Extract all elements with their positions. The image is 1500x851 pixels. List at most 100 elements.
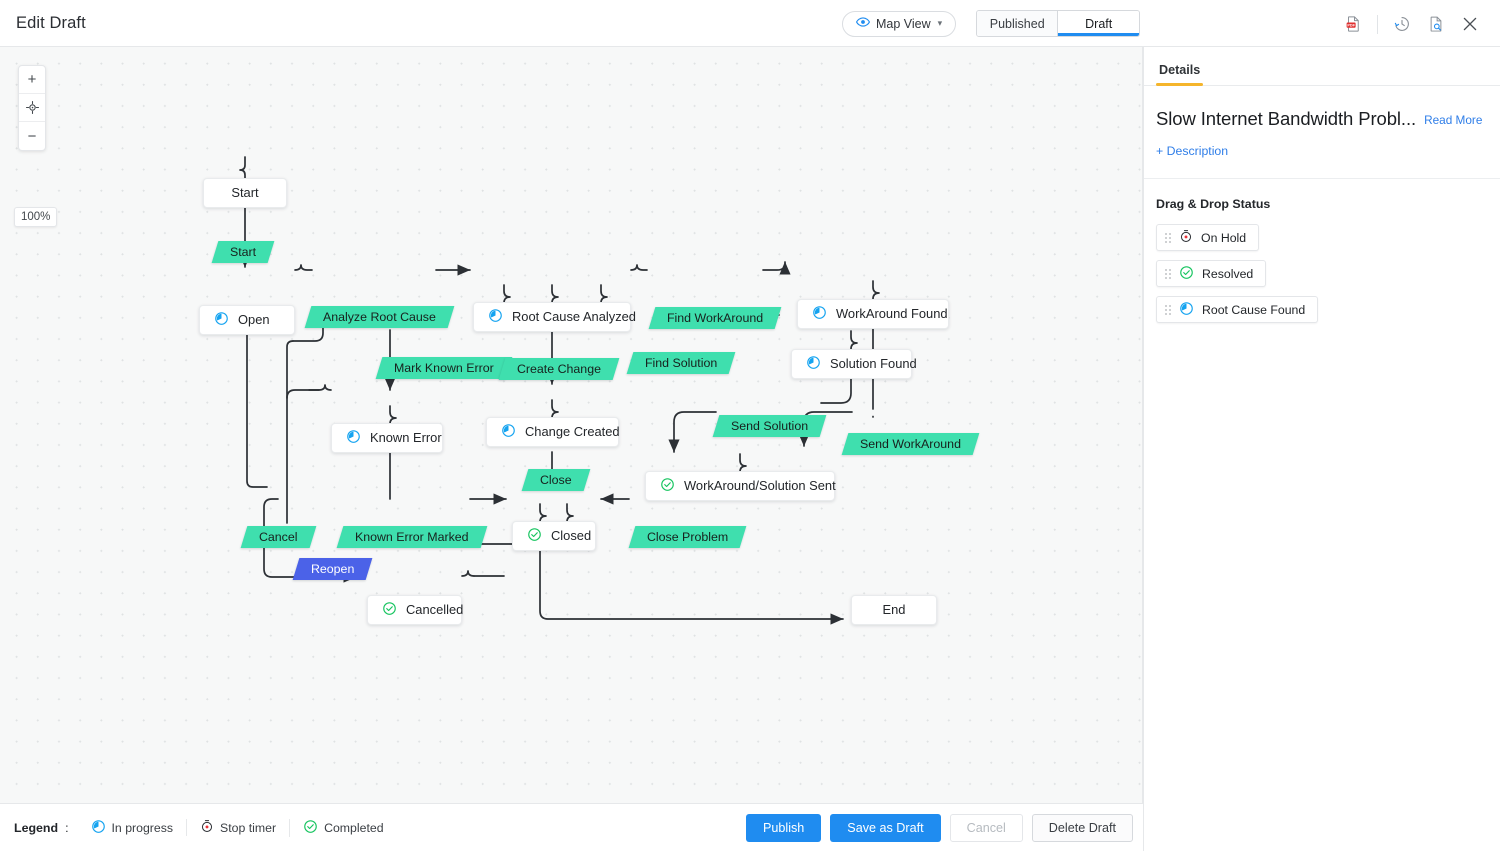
tab-draft[interactable]: Draft [1058,11,1140,36]
top-bar: Edit Draft Map View ▾ Published Draft [0,0,1500,47]
transition-close[interactable]: Close [521,469,591,491]
history-icon[interactable] [1390,12,1414,36]
in-progress-icon [1179,301,1194,319]
node-open[interactable]: Open [199,305,295,335]
diagram-stage: Start Open Root Cause [0,47,1143,803]
tab-published[interactable]: Published [977,11,1059,36]
transition-create-change[interactable]: Create Change [498,358,620,380]
transition-cancel[interactable]: Cancel [240,526,316,548]
zoom-level-label: 100% [14,207,58,227]
export-pdf-icon[interactable]: PDF [1341,12,1365,36]
transition-label: Cancel [259,529,298,544]
node-label: Known Error [370,429,442,445]
in-progress-icon [214,311,229,329]
drag-handle-icon[interactable] [1165,304,1171,315]
node-label: WorkAround Found [836,305,948,321]
completed-icon [1179,265,1194,283]
status-label: On Hold [1201,230,1247,245]
node-start[interactable]: Start [203,178,287,208]
status-chip-on-hold[interactable]: On Hold [1156,224,1260,252]
node-change-created[interactable]: Change Created [486,417,620,447]
legend-item-stop-timer: Stop timer [186,819,289,836]
transition-mark-known-error[interactable]: Mark Known Error [375,357,513,379]
node-cancelled[interactable]: Cancelled [367,595,464,625]
node-end[interactable]: End [851,595,937,625]
node-workaround-solution-sent[interactable]: WorkAround/Solution Sent [645,471,836,501]
status-label: Root Cause Found [1202,302,1306,317]
status-chip-root-cause-found[interactable]: Root Cause Found [1156,296,1319,324]
legend-colon: : [65,820,69,835]
details-body: Slow Internet Bandwidth Probl... Read Mo… [1144,86,1500,158]
node-label: Root Cause Analyzed [512,308,636,324]
completed-icon [303,819,318,837]
drag-drop-status-heading: Drag & Drop Status [1156,197,1271,212]
completed-icon [382,601,397,619]
recenter-target-icon[interactable] [19,94,45,122]
footer-buttons: Publish Save as Draft Cancel Delete Draf… [745,813,1133,842]
legend: Legend : In progress [14,818,397,837]
transition-label: Send WorkAround [860,436,962,451]
page-title: Edit Draft [16,13,86,32]
transition-close-problem[interactable]: Close Problem [628,526,747,548]
top-bar-actions: PDF [1341,12,1482,36]
status-chip-resolved[interactable]: Resolved [1156,260,1267,288]
top-bar-center: Map View ▾ Published Draft [842,10,1141,37]
in-progress-icon [346,429,361,447]
node-label: WorkAround/Solution Sent [684,477,836,493]
workflow-canvas[interactable]: + − 100% [0,47,1143,803]
node-solution-found[interactable]: Solution Found [791,349,917,379]
node-label: Cancelled [406,601,464,617]
transition-label: Create Change [517,361,602,376]
legend-item-label: Completed [324,820,384,835]
delete-draft-button[interactable]: Delete Draft [1031,813,1133,842]
node-label: Open [238,311,270,327]
zoom-out-button[interactable]: − [27,127,37,145]
node-known-error[interactable]: Known Error [331,423,443,453]
transition-find-solution[interactable]: Find Solution [626,352,736,374]
tab-details[interactable]: Details [1156,63,1204,86]
transition-label: Find Solution [645,355,718,370]
legend-item-in-progress: In progress [78,819,187,837]
read-more-link[interactable]: Read More [1424,113,1483,127]
legend-item-label: Stop timer [220,820,277,835]
map-view-label: Map View [876,16,931,31]
transition-label: Reopen [311,561,355,576]
request-title: Slow Internet Bandwidth Probl... [1156,108,1417,129]
node-label: Closed [551,527,592,543]
publish-button[interactable]: Publish [745,813,822,842]
transition-label: Mark Known Error [394,360,494,375]
in-progress-icon [806,355,821,373]
node-root-cause-analyzed[interactable]: Root Cause Analyzed [473,302,636,332]
zoom-in-button[interactable]: + [19,66,45,94]
transition-reopen[interactable]: Reopen [292,558,373,580]
transition-label: Find WorkAround [667,310,764,325]
legend-item-label: In progress [111,820,174,835]
drag-handle-icon[interactable] [1165,232,1171,243]
transition-send-solution[interactable]: Send Solution [712,415,827,437]
in-progress-icon [91,819,106,837]
node-workaround-found[interactable]: WorkAround Found [797,299,949,329]
transition-start[interactable]: Start [211,241,275,263]
in-progress-icon [501,423,516,441]
completed-icon [660,477,675,495]
transition-send-workaround[interactable]: Send WorkAround [841,433,980,455]
transition-known-error-marked[interactable]: Known Error Marked [336,526,487,548]
close-icon[interactable] [1458,12,1482,36]
toolbar-divider [1377,14,1378,34]
drag-handle-icon[interactable] [1165,268,1171,279]
footer-bar: Legend : In progress [0,803,1143,851]
details-panel: Details Slow Internet Bandwidth Probl...… [1143,47,1500,851]
map-view-dropdown[interactable]: Map View ▾ [842,10,957,37]
node-label: End [882,601,906,617]
transition-find-workaround[interactable]: Find WorkAround [648,307,782,329]
details-tabs: Details [1144,47,1500,86]
transition-analyze-root-cause[interactable]: Analyze Root Cause [304,306,455,328]
transition-label: Close [540,472,572,487]
node-closed[interactable]: Closed [512,521,596,551]
save-as-draft-button[interactable]: Save as Draft [830,813,941,842]
document-preview-icon[interactable] [1424,12,1448,36]
drag-drop-status-list: On Hold Resolved [1144,224,1500,324]
add-description-link[interactable]: + Description [1156,144,1229,159]
in-progress-icon [488,308,503,326]
